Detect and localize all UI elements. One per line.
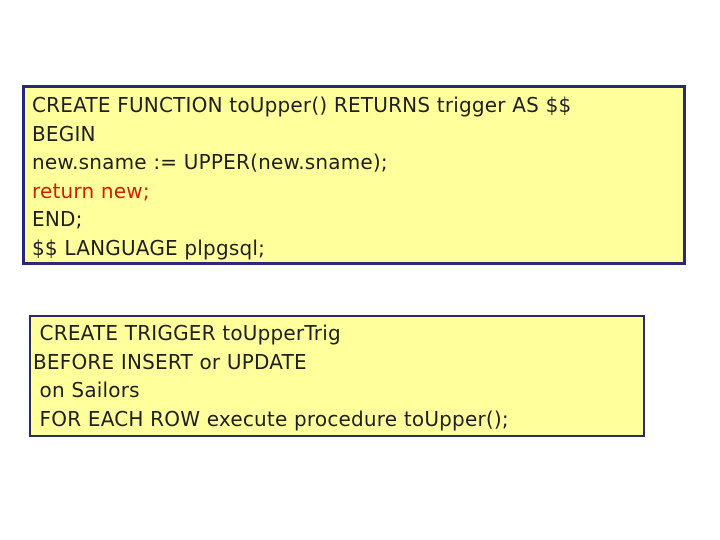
- code-line-return-new: return new;: [32, 178, 150, 203]
- code-line-assignment: new.sname := UPPER(new.sname);: [32, 150, 388, 174]
- code-line-on-sailors: on Sailors: [33, 378, 140, 402]
- code-line-create-function: CREATE FUNCTION toUpper() RETURNS trigge…: [32, 93, 572, 117]
- code-line-language: $$ LANGUAGE plpgsql;: [32, 235, 266, 260]
- trigger-code-box: CREATE TRIGGER toUpperTrig BEFORE INSERT…: [29, 315, 645, 437]
- code-line-end: END;: [32, 207, 83, 231]
- code-line-begin: BEGIN: [32, 121, 96, 146]
- function-code-box: CREATE FUNCTION toUpper() RETURNS trigge…: [22, 85, 686, 265]
- code-line-before-insert: BEFORE INSERT or UPDATE: [33, 349, 307, 374]
- code-line-create-trigger: CREATE TRIGGER toUpperTrig: [33, 321, 341, 345]
- code-line-for-each-row: FOR EACH ROW execute procedure toUpper()…: [33, 406, 509, 431]
